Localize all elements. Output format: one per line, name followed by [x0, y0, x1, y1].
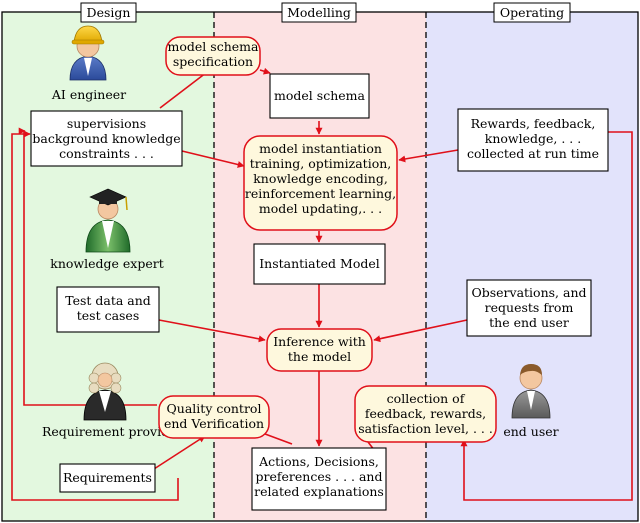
box-line: model schema [274, 88, 365, 103]
box-line: reinforcement learning, [245, 186, 396, 201]
arrow [153, 435, 206, 470]
lane-title-modelling: Modelling [281, 2, 357, 23]
box-line: related explanations [254, 484, 384, 499]
box-line: the model [288, 349, 351, 364]
box-line: Inference with [273, 334, 366, 349]
box-line: requests from [485, 300, 574, 315]
box-line: specification [173, 54, 253, 69]
box-line: test cases [77, 308, 140, 323]
box-line: constraints . . . [59, 146, 154, 161]
box-line: Test data and [65, 293, 151, 308]
box-line: model schema [168, 39, 259, 54]
svg-text:Rewards, feedback,knowledge, .: Rewards, feedback,knowledge, . . .collec… [467, 116, 599, 161]
box-line: background knowledge [32, 131, 180, 146]
box-line: model instantiation [259, 141, 382, 156]
arrow [398, 149, 459, 163]
arrow [460, 131, 633, 501]
node-rewards-feedback: Rewards, feedback,knowledge, . . .collec… [457, 108, 609, 172]
box-line: training, optimization, [250, 156, 392, 171]
box-line: Instantiated Model [259, 256, 380, 271]
node-actions: Actions, Decisions,preferences . . . and… [251, 447, 387, 511]
lane-title-design: Design [80, 2, 137, 23]
svg-text:model schema: model schema [274, 88, 365, 103]
box-line: collected at run time [467, 146, 599, 161]
box-line: knowledge, . . . [485, 131, 581, 146]
lane-title-operating: Operating [493, 2, 571, 23]
box-line: the end user [489, 315, 569, 330]
box-line: Actions, Decisions, [258, 454, 379, 469]
box-line: model updating,. . . [259, 201, 382, 216]
box-line: Observations, and [471, 285, 586, 300]
box-line: end Verification [164, 416, 264, 431]
arrow [373, 319, 468, 343]
lane-title-design-text: Design [87, 5, 131, 20]
lane-title-modelling-text: Modelling [287, 5, 351, 20]
svg-text:Requirements: Requirements [63, 470, 152, 485]
role-end-user: end user [503, 424, 558, 439]
role-requirement-provider: Requirement provider [42, 424, 182, 439]
box-line: Requirements [63, 470, 152, 485]
connector-arrows [11, 65, 633, 501]
operating-lane [426, 12, 638, 521]
node-requirements: Requirements [59, 463, 156, 493]
requirement-provider-icon [83, 362, 127, 421]
ai-engineer-icon [69, 25, 107, 81]
svg-text:Actions, Decisions,preferences: Actions, Decisions,preferences . . . and… [254, 454, 384, 499]
box-line: Rewards, feedback, [471, 116, 596, 131]
knowledge-expert-icon [85, 188, 131, 253]
box-line: feedback, rewards, [365, 406, 486, 421]
box-line: preferences . . . and [256, 469, 383, 484]
role-knowledge-expert: knowledge expert [50, 256, 163, 271]
arrow [158, 319, 266, 343]
box-line: supervisions [67, 116, 146, 131]
node-instantiated-model: Instantiated Model [253, 243, 386, 285]
box-line: satisfaction level, . . . [358, 421, 493, 436]
role-ai-engineer: AI engineer [51, 87, 126, 102]
box-line: knowledge encoding, [253, 171, 388, 186]
lane-title-operating-text: Operating [500, 5, 564, 20]
box-line: collection of [387, 391, 466, 406]
arrow [11, 130, 179, 501]
arrow [259, 67, 271, 75]
svg-text:Instantiated Model: Instantiated Model [259, 256, 380, 271]
node-model-schema: model schema [269, 73, 370, 119]
arrow [181, 150, 245, 168]
box-line: Quality control [167, 401, 262, 416]
end-user-icon [511, 364, 551, 419]
